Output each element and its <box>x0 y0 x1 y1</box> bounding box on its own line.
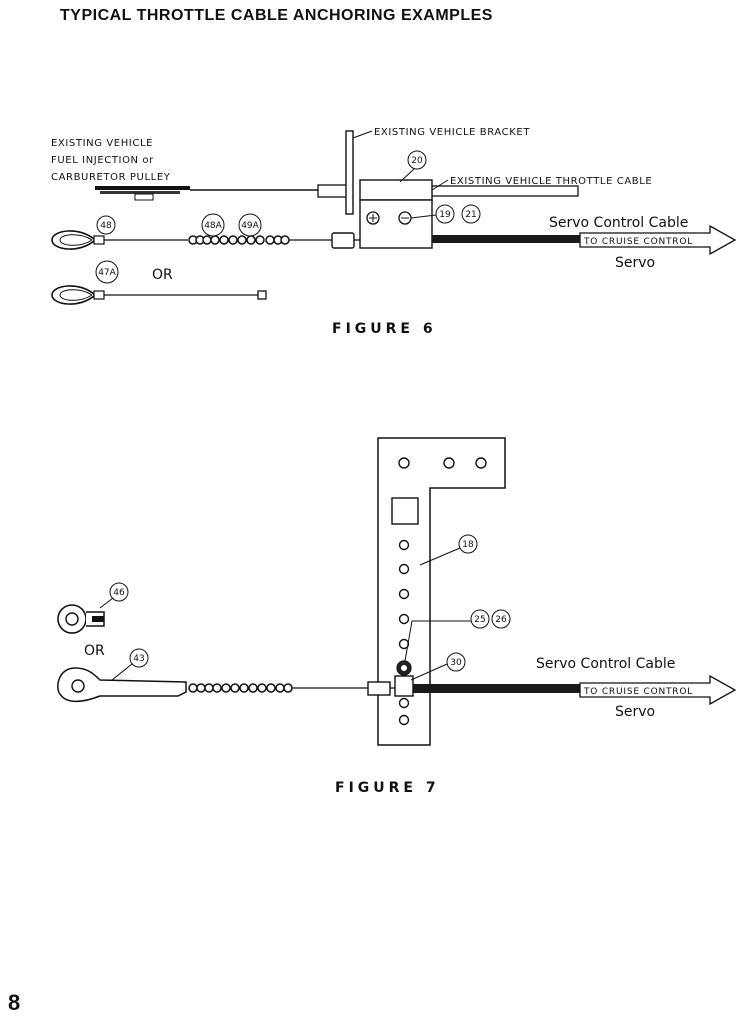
bracket-label: EXISTING VEHICLE BRACKET <box>374 127 530 138</box>
pulley-label-line-2: FUEL INJECTION or <box>51 155 154 166</box>
mounting-bracket-18 <box>377 437 506 746</box>
part-18-label: 18 <box>462 540 474 550</box>
figure-6: EXISTING VEHICLE FUEL INJECTION or CARBU… <box>51 127 737 337</box>
figure-7: 18 25 26 30 Servo Control Cable TO CRUIS… <box>57 437 737 796</box>
servo-control-cable <box>432 235 580 243</box>
cable-clamp-block <box>359 179 433 249</box>
part-47A-label: 47A <box>98 268 116 278</box>
figure-6-caption: FIGURE 6 <box>332 321 437 337</box>
cable-ferrule-7 <box>290 681 395 696</box>
cable-eyelet-48 <box>51 230 188 250</box>
part-20-label: 20 <box>411 156 423 166</box>
pulley-bar <box>95 186 190 201</box>
servo-label: Servo <box>615 255 655 271</box>
page-number: 8 <box>8 990 21 1015</box>
figure-7-caption: FIGURE 7 <box>335 780 440 796</box>
cable-ferrule <box>287 232 360 249</box>
part-21-label: 21 <box>465 210 476 220</box>
servo-cable-label-7: Servo Control Cable <box>536 656 675 672</box>
or-label-7: OR <box>84 643 105 659</box>
part-25-label: 25 <box>474 615 485 625</box>
bracket-holes <box>391 457 487 726</box>
bead-chain-43 <box>188 683 293 693</box>
servo-cable-label: Servo Control Cable <box>549 215 688 231</box>
part-49A-label: 49A <box>241 221 259 231</box>
part-19-label: 19 <box>439 210 451 220</box>
part-46-label: 46 <box>113 588 125 598</box>
arrow-text: TO CRUISE CONTROL <box>583 237 693 247</box>
to-cruise-control-arrow-7 <box>579 674 737 706</box>
page-title: TYPICAL THROTTLE CABLE ANCHORING EXAMPLE… <box>60 7 493 24</box>
part-26-label: 26 <box>495 615 507 625</box>
pulley-label-line-3: CARBURETOR PULLEY <box>51 172 171 183</box>
bead-chain-48A-49A <box>188 235 290 245</box>
part-30-label: 30 <box>450 658 462 668</box>
part-48A-label: 48A <box>204 221 222 231</box>
ring-terminal-46 <box>57 604 105 634</box>
servo-control-cable-7 <box>413 684 580 693</box>
existing-throttle-cable <box>190 184 579 198</box>
to-cruise-control-arrow <box>579 224 737 256</box>
cable-eyelet-47A <box>51 285 267 305</box>
arrow-text-7: TO CRUISE CONTROL <box>583 687 693 697</box>
part-43-label: 43 <box>133 654 144 664</box>
cable-clamp-screw <box>394 660 414 709</box>
or-label: OR <box>152 267 173 283</box>
servo-label-7: Servo <box>615 704 655 720</box>
existing-vehicle-bracket <box>345 130 354 215</box>
long-eyelet-43 <box>57 667 187 703</box>
part-48-label: 48 <box>100 221 112 231</box>
pulley-label-line-1: EXISTING VEHICLE <box>51 138 153 149</box>
throttle-cable-label: EXISTING VEHICLE THROTTLE CABLE <box>450 176 652 187</box>
